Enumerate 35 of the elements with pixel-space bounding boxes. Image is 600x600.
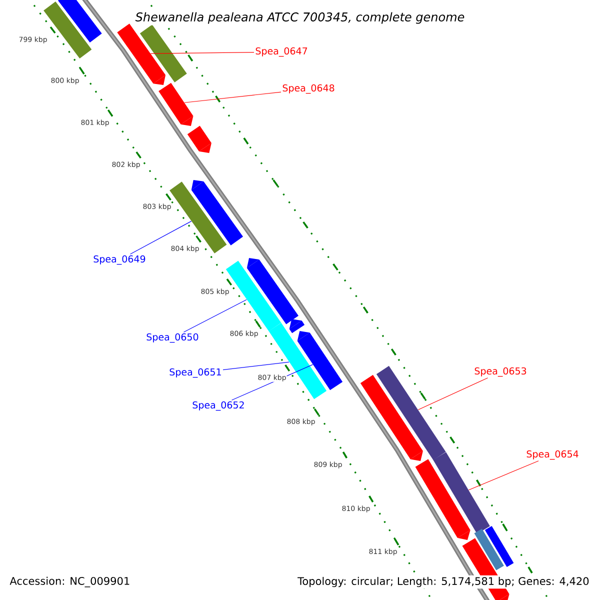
- gene-block: [360, 374, 423, 461]
- leader-line: [183, 299, 247, 332]
- gene-block: [474, 528, 504, 570]
- gene-block: [289, 319, 305, 334]
- leader-line: [468, 460, 539, 490]
- gene-label: Spea_0648: [282, 84, 334, 94]
- gene-block: [246, 258, 298, 324]
- gene-block: [433, 452, 490, 534]
- gene-block: [58, 0, 102, 43]
- gene-block: [170, 182, 227, 254]
- gene-block: [117, 24, 166, 85]
- gene-block: [297, 331, 343, 390]
- footer-text: Topology: circular; Length: 5,174,581 bp; Genes: 4,420: [296, 575, 591, 589]
- leader-line: [130, 220, 192, 254]
- gene-label: Spea_0651: [170, 368, 221, 378]
- gene-block: [484, 526, 514, 568]
- gene-block: [158, 82, 194, 126]
- gene-block: [268, 322, 327, 400]
- gene-label: Spea_0649: [94, 255, 146, 265]
- gene-label: Spea_0652: [192, 401, 244, 411]
- gene-label: Spea_0647: [256, 47, 308, 57]
- gene-block: [376, 366, 446, 460]
- footer-text: Accession: NC_009901: [8, 575, 132, 589]
- gene-block: [140, 24, 187, 82]
- gene-label: Spea_0653: [474, 367, 526, 377]
- leader-line: [222, 362, 290, 370]
- gene-block: [191, 180, 244, 246]
- gene-block: [415, 459, 470, 540]
- gene-label: Spea_0654: [526, 450, 578, 460]
- title: Shewanella pealeana ATCC 700345, complete genome: [134, 10, 466, 26]
- gene-label: Spea_0650: [146, 333, 198, 343]
- leader-line: [418, 378, 488, 410]
- leader-line: [184, 92, 282, 103]
- gene-block: [187, 126, 212, 153]
- leader-line: [150, 52, 254, 54]
